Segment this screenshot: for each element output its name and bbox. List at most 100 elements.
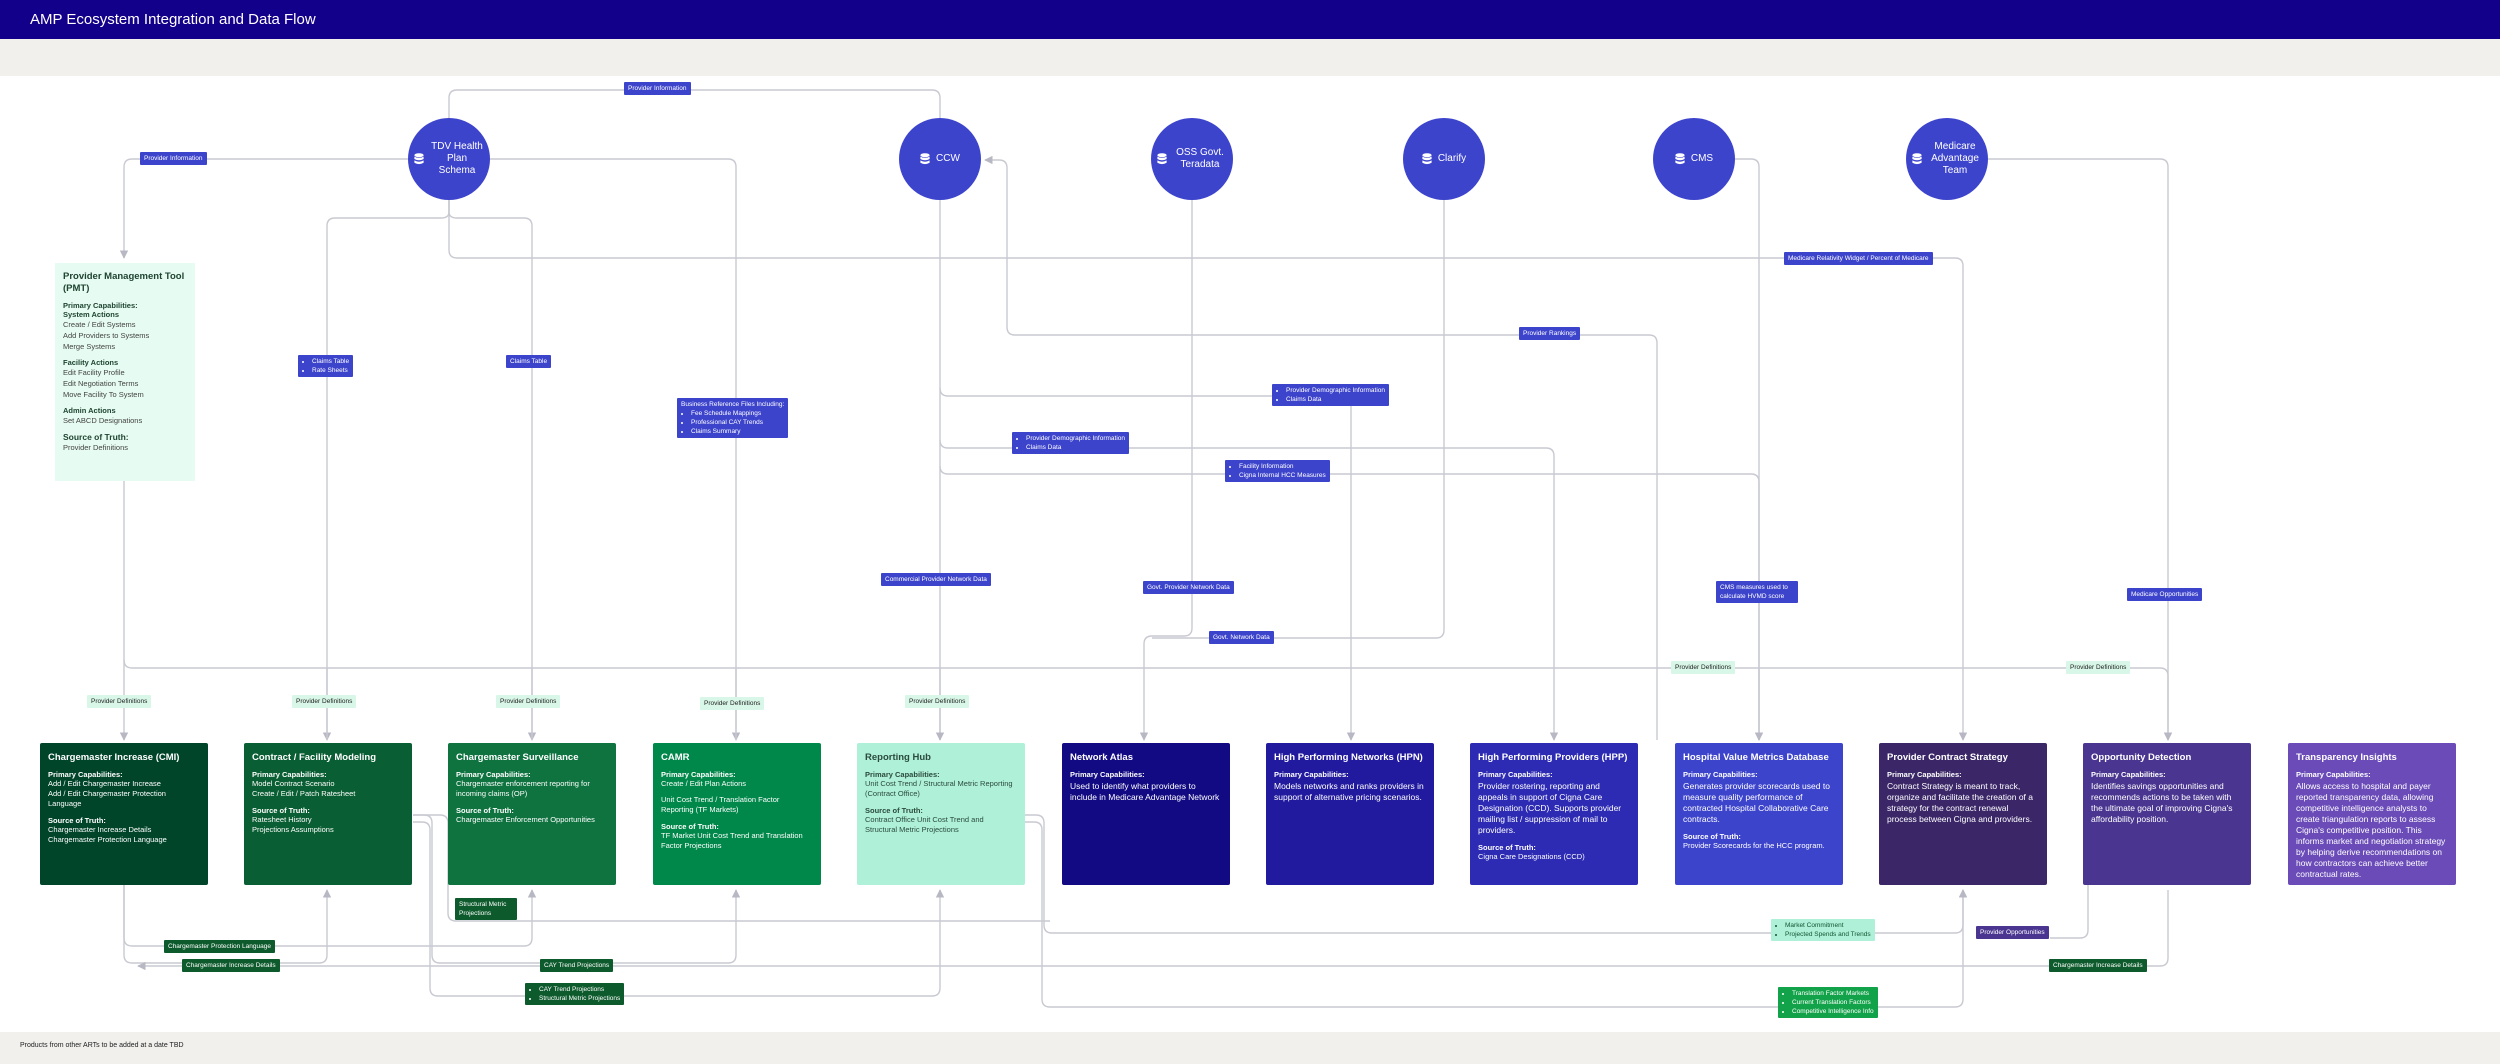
page-title: AMP Ecosystem Integration and Data Flow [30, 11, 316, 28]
capability-item: Contract Strategy is meant to track, org… [1887, 781, 2034, 824]
flow-label-list: Market CommitmentProjected Spends and Tr… [1775, 921, 1871, 939]
app-card-chargemaster-increase-cmi[interactable]: Chargemaster Increase (CMI)Primary Capab… [40, 743, 208, 885]
flow-label-item: Market Commitment [1785, 921, 1871, 930]
card-title: Provider Contract Strategy [1887, 752, 2008, 763]
app-card-high-performing-providers-hpp[interactable]: High Performing Providers (HPP)Primary C… [1470, 743, 1638, 885]
source-node-label: OSS Govt. Teradata [1176, 147, 1224, 170]
pmt-card[interactable]: Provider Management Tool (PMT) Primary C… [55, 263, 195, 481]
list-item: Edit Negotiation Terms [63, 379, 139, 388]
database-icon [1422, 153, 1432, 165]
source-of-truth-label: Source of Truth: [865, 806, 923, 815]
flow-label-list: CAY Trend ProjectionsStructural Metric P… [529, 985, 620, 1003]
flow-label-provider-definitions: Provider Definitions [87, 695, 152, 708]
source-of-truth-label: Source of Truth: [661, 822, 719, 831]
flow-label-demographics-claims: Provider Demographic InformationClaims D… [1272, 384, 1389, 406]
card-title: Opportunity Detection [2091, 752, 2192, 763]
flow-label-provider-information: Provider Information [624, 82, 691, 95]
source-item: Projections Assumptions [252, 825, 334, 834]
flow-label-provider-rankings: Provider Rankings [1519, 327, 1581, 340]
flow-label-item: Provider Demographic Information [1286, 386, 1385, 395]
flow-label-item: Projected Spends and Trends [1785, 930, 1871, 939]
spacer [456, 799, 608, 805]
flow-label-provider-definitions: Provider Definitions [292, 695, 357, 708]
primary-capabilities-label: Primary Capabilities: [252, 770, 327, 779]
flow-label-title: Business Reference Files Including: [681, 401, 785, 408]
group-heading: Admin Actions [63, 406, 116, 415]
primary-capabilities-label: Primary Capabilities: [1070, 770, 1145, 779]
flow-label-item: CAY Trend Projections [539, 985, 620, 994]
card-title: Provider Management Tool (PMT) [63, 271, 185, 294]
database-icon [1675, 153, 1685, 165]
flow-label-govt-network: Govt. Network Data [1209, 631, 1274, 644]
flow-label-list: Claims TableRate Sheets [302, 357, 349, 375]
database-icon [414, 153, 424, 165]
capability-item: Models networks and ranks providers in s… [1274, 781, 1424, 802]
flow-label-list: Fee Schedule MappingsProfessional CAY Tr… [681, 409, 784, 436]
primary-capabilities-label: Primary Capabilities: [661, 770, 736, 779]
source-of-truth-label: Source of Truth: [63, 432, 129, 442]
flow-label-provider-definitions: Provider Definitions [700, 697, 765, 710]
spacer [661, 815, 813, 821]
flow-label-facility-hcc: Facility InformationCigna Internal HCC M… [1225, 460, 1330, 482]
database-icon [1157, 153, 1167, 165]
flow-label-provider-definitions: Provider Definitions [2066, 661, 2131, 674]
source-node-oss[interactable]: OSS Govt. Teradata [1151, 118, 1233, 200]
flow-label-cms-measures: CMS measures used to calculate HVMD scor… [1716, 581, 1798, 603]
capability-item: Allows access to hospital and payer repo… [2296, 781, 2446, 879]
flow-label-translation-factor: Translation Factor MarketsCurrent Transl… [1778, 987, 1878, 1018]
card-title: Hospital Value Metrics Database [1683, 752, 1829, 763]
primary-capabilities-label: Primary Capabilities: [2296, 770, 2371, 779]
flow-label-item: Cigna Internal HCC Measures [1239, 471, 1326, 480]
source-item: Ratesheet History [252, 815, 312, 824]
source-node-label: CMS [1690, 153, 1714, 164]
database-icon [1912, 153, 1922, 165]
app-card-high-performing-networks-hpn[interactable]: High Performing Networks (HPN)Primary Ca… [1266, 743, 1434, 885]
spacer [48, 809, 200, 815]
flow-label-list: Translation Factor MarketsCurrent Transl… [1782, 989, 1874, 1016]
source-node-label: TDV Health Plan Schema [431, 141, 483, 176]
flow-label-list: Fee Schedule MappingsProfessional CAY Tr… [681, 409, 784, 436]
capability-item: Model Contract Scenario [252, 779, 335, 788]
primary-capabilities-label: Primary Capabilities: [865, 770, 940, 779]
primary-capabilities-label: Primary Capabilities: [1887, 770, 1962, 779]
footer-bar: Products from other ARTs to be added at … [0, 1032, 2500, 1064]
flow-label-medicare-opportunities: Medicare Opportunities [2127, 588, 2203, 601]
capability-item: Add / Edit Chargemaster Protection Langu… [48, 789, 166, 808]
flow-label-item: Rate Sheets [312, 366, 349, 375]
flow-label-cay-trend: CAY Trend Projections [540, 959, 614, 972]
flow-label-provider-definitions: Provider Definitions [1671, 661, 1736, 674]
list-item: Add Providers to Systems [63, 331, 150, 340]
source-node-tdv[interactable]: TDV Health Plan Schema [408, 118, 490, 200]
card-title: Contract / Facility Modeling [252, 752, 377, 763]
capability-item: Add / Edit Chargemaster Increase [48, 779, 161, 788]
card-title: Reporting Hub [865, 752, 931, 763]
toolbar-band [0, 39, 2500, 76]
flow-label-govt-provider-network: Govt. Provider Network Data [1143, 581, 1234, 594]
source-node-medicare[interactable]: Medicare Advantage Team [1906, 118, 1988, 200]
flow-label-item: Provider Demographic Information [1026, 434, 1125, 443]
primary-capabilities-label: Primary Capabilities: [63, 301, 138, 310]
card-title: CAMR [661, 752, 690, 763]
card-title: High Performing Networks (HPN) [1274, 752, 1423, 763]
card-title: Transparency Insights [2296, 752, 2397, 763]
source-of-truth-label: Source of Truth: [1683, 832, 1741, 841]
header-bar: AMP Ecosystem Integration and Data Flow [0, 0, 2500, 39]
source-node-ccw[interactable]: CCW [899, 118, 981, 200]
flow-label-item: Claims Data [1286, 395, 1385, 404]
source-of-truth-label: Source of Truth: [252, 806, 310, 815]
spacer [1478, 836, 1630, 842]
flow-label-cm-protection: Chargemaster Protection Language [164, 940, 275, 953]
source-node-clarify[interactable]: Clarify [1403, 118, 1485, 200]
flow-label-medicare-relativity: Medicare Relativity Widget / Percent of … [1784, 252, 1933, 265]
source-node-cms[interactable]: CMS [1653, 118, 1735, 200]
